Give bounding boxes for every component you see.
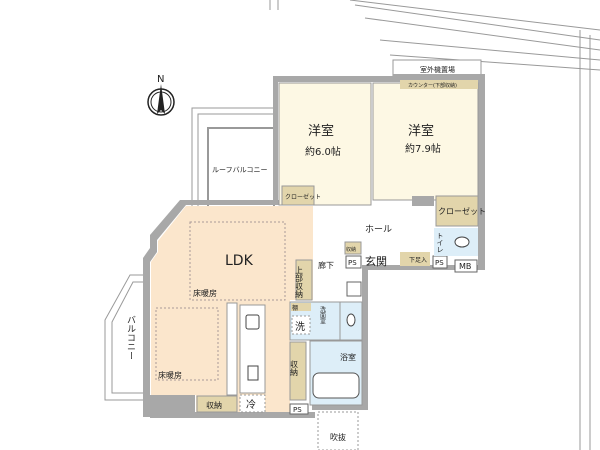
washer-label: 洗 <box>295 321 305 333</box>
void-label: 吹抜 <box>330 432 346 442</box>
upper-storage-label: 上部収納 <box>295 266 304 299</box>
ldk-label: LDK <box>225 253 254 269</box>
north-compass-icon: N <box>147 74 175 116</box>
storage-2 <box>289 341 307 401</box>
ps-3 <box>289 403 309 415</box>
mb-2 <box>346 281 362 297</box>
outdoor-unit-area-label: 室外機置場 <box>420 65 455 74</box>
building-outline <box>269 0 600 450</box>
toilet-bowl-icon <box>454 236 470 248</box>
upper-storage <box>295 259 313 301</box>
floor-heating-area-2 <box>155 307 219 381</box>
counter <box>400 80 478 89</box>
washroom-label: 洗面室 <box>319 305 326 324</box>
bathtub-icon <box>312 372 360 399</box>
closet-2 <box>435 195 479 227</box>
mb <box>454 259 478 273</box>
storage-2-label: 収納 <box>290 359 299 377</box>
mb-label: MB <box>459 262 471 271</box>
toilet-label: トイレ <box>436 232 444 253</box>
shoe-box-label: 下足入 <box>409 257 427 264</box>
entrance-label: 玄関 <box>365 254 387 268</box>
storage-small-label: 収納 <box>346 246 356 253</box>
wall-entry <box>368 265 485 270</box>
fridge-label: 冷 <box>246 398 256 411</box>
closet-2-label: クローゼット <box>438 206 486 216</box>
balcony-label: バルコニー <box>125 315 136 360</box>
ps-1 <box>345 255 362 269</box>
floor-heating-area-1 <box>189 221 286 301</box>
storage-1 <box>196 395 238 413</box>
kitchen-wall <box>226 302 238 396</box>
sink-icon <box>245 314 260 330</box>
wall-block <box>143 395 195 417</box>
storage-1-label: 収納 <box>206 400 222 410</box>
stove-icon <box>247 365 259 381</box>
closet-1 <box>281 185 315 206</box>
ps-2-label: PS <box>435 259 444 267</box>
roof-balcony <box>191 107 275 209</box>
void: 吹抜 <box>317 411 359 450</box>
floor-heating-1-label: 床暖房 <box>193 288 217 298</box>
roof-balcony-label: ルーフバルコニー <box>212 166 267 174</box>
north-label: N <box>157 74 164 85</box>
western-room-2 <box>372 82 479 201</box>
western-room-1 <box>278 82 372 206</box>
basin-icon <box>346 313 356 327</box>
wall-bottom <box>150 412 315 418</box>
counter-label: カウンター(下部収納) <box>408 82 457 89</box>
ps-1-label: PS <box>348 259 357 267</box>
washer-space <box>291 315 311 335</box>
shelf-label: 棚 <box>292 304 298 312</box>
room-1-name: 洋室 <box>308 123 334 139</box>
wall-bath <box>312 405 367 410</box>
wall-right <box>362 265 368 410</box>
shelf <box>291 303 311 311</box>
floor-heating-2-label: 床暖房 <box>158 370 182 380</box>
bathroom-label: 浴室 <box>340 352 356 362</box>
storage-small <box>344 241 362 255</box>
fridge-space <box>239 394 266 413</box>
closet-1-label: クローゼット <box>285 193 321 201</box>
room-1-size: 約6.0帖 <box>305 145 341 158</box>
room-2-name: 洋室 <box>408 123 434 139</box>
corridor-label: 廊下 <box>318 260 334 270</box>
room-2-size: 約7.9帖 <box>405 142 441 155</box>
balcony: バルコニー <box>104 274 150 401</box>
shoe-box <box>400 252 430 266</box>
hall-label: ホール <box>365 224 392 235</box>
ps-3-label: PS <box>293 406 302 414</box>
